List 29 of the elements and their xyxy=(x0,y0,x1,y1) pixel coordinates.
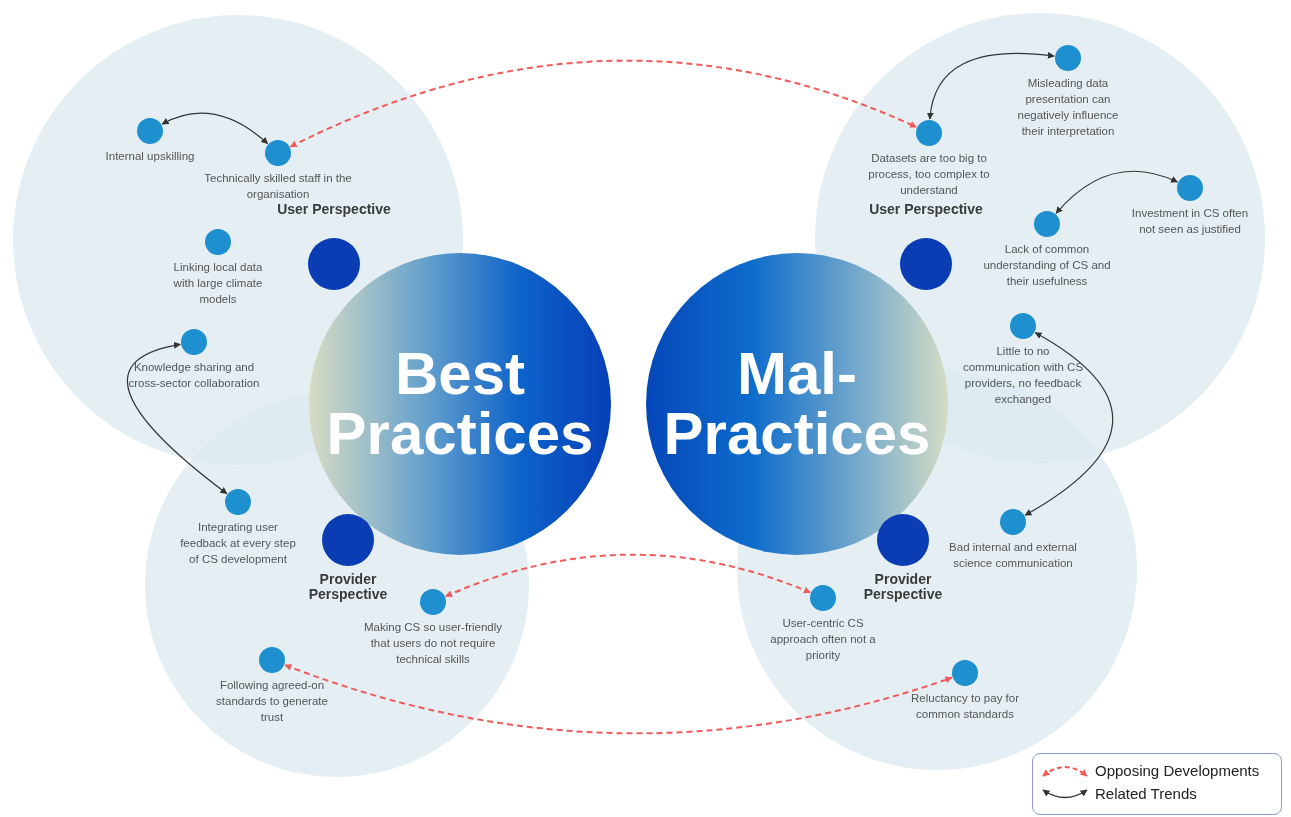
node-text: Linking local data with large climate models xyxy=(172,260,264,307)
dashed-arrow xyxy=(444,553,812,598)
dashed-arrow xyxy=(289,59,918,148)
curved-arrow xyxy=(1055,170,1179,214)
legend-text: Opposing Developments xyxy=(1095,762,1260,779)
node-text: Knowledge sharing and cross-sector collaboration xyxy=(127,360,261,391)
perspective-label: Provider Perspective xyxy=(307,572,389,602)
node-text: Making CS so user-friendly that users do not require technical skills xyxy=(363,620,503,667)
curved-arrow xyxy=(1024,332,1114,516)
node-text: User-centric CS approach often not a priority xyxy=(769,616,877,663)
legend-text: Related Trends xyxy=(1095,785,1197,802)
perspective-label: Provider Perspective xyxy=(862,572,944,602)
curved-arrow xyxy=(927,51,1055,120)
node-text: Technically skilled staff in the organisation xyxy=(203,171,353,202)
node-text: Misleading data presentation can negatively influence their interpretation xyxy=(1016,76,1120,139)
curved-arrow xyxy=(126,342,228,495)
node-text: Integrating user feedback at every step of CS development xyxy=(179,520,297,567)
perspective-label: User Perspective xyxy=(276,202,392,217)
node-text: Reluctancy to pay for common standards xyxy=(910,691,1020,722)
node-text: Datasets are too big to process, too complex to understand xyxy=(867,151,991,198)
node-text: Following agreed-on standards to generate trust xyxy=(215,678,329,725)
node-text: Lack of common understanding of CS and their usefulness xyxy=(982,242,1112,289)
node-text: Investment in CS often not seen as justified xyxy=(1130,206,1250,237)
dashed-arrow xyxy=(284,663,953,735)
curved-arrow xyxy=(161,112,269,145)
node-text: Bad internal and external science communication xyxy=(948,540,1078,571)
perspective-label: User Perspective xyxy=(868,202,984,217)
node-text: Internal upskilling xyxy=(104,149,196,164)
node-text: Little to no communication with CS providers, no feedback exchanged xyxy=(961,344,1085,407)
